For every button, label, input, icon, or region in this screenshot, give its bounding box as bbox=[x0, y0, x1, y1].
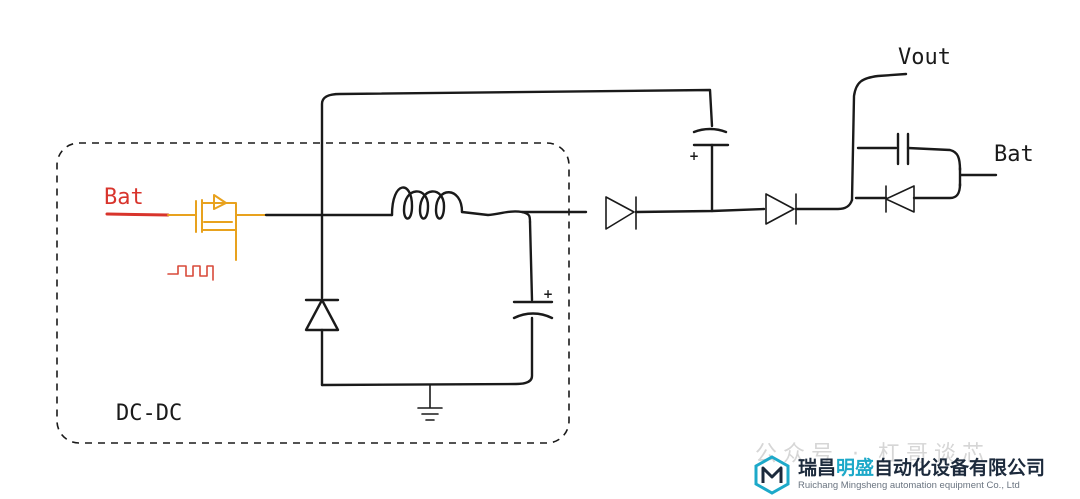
input-bat-wire bbox=[105, 212, 170, 217]
cap-to-ground-wire bbox=[320, 316, 534, 387]
gate-pulse-signal bbox=[167, 265, 214, 281]
dc-dc-label: DC-DC bbox=[116, 401, 182, 426]
brand-name-cn: 瑞昌明盛自动化设备有限公司 bbox=[798, 457, 1046, 479]
vout-label: Vout bbox=[898, 45, 951, 70]
faint-watermark: 公众号 · 杠哥谈芯 bbox=[755, 442, 990, 467]
parallel-cap-right-wire bbox=[906, 146, 962, 172]
bat-output-wire bbox=[958, 166, 998, 188]
post-inductor-wire bbox=[460, 210, 532, 224]
flywheel-diode bbox=[304, 298, 340, 332]
inductor bbox=[390, 186, 464, 220]
output-bat-label: Bat bbox=[994, 142, 1034, 167]
mosfet-switch bbox=[167, 194, 269, 261]
dc-dc-boundary bbox=[56, 142, 570, 444]
brand-name-en: Ruichang Mingsheng automation equipment … bbox=[798, 480, 1020, 491]
diode-1 bbox=[605, 196, 637, 230]
reverse-diode-right-wire bbox=[912, 182, 962, 200]
vout-riser-wire bbox=[850, 72, 908, 202]
output-cap-bottom-plate bbox=[512, 312, 554, 320]
top-loop-wire bbox=[320, 88, 714, 217]
top-cap-top-plate bbox=[692, 127, 728, 134]
reverse-diode bbox=[885, 185, 915, 213]
cap-branch-wire bbox=[528, 220, 534, 302]
input-bat-label: Bat bbox=[104, 185, 144, 210]
brand-watermark: 瑞昌明盛自动化设备有限公司 Ruichang Mingsheng automat… bbox=[752, 452, 1078, 497]
top-cap-plus: + bbox=[689, 149, 699, 163]
diode-2 bbox=[765, 193, 797, 225]
ground-symbol bbox=[417, 384, 443, 421]
diode2-to-output-wire bbox=[794, 198, 854, 211]
diode1-to-diode2-wire bbox=[634, 207, 766, 214]
output-cap-plus: + bbox=[543, 287, 553, 301]
brand-logo-icon bbox=[754, 454, 790, 495]
